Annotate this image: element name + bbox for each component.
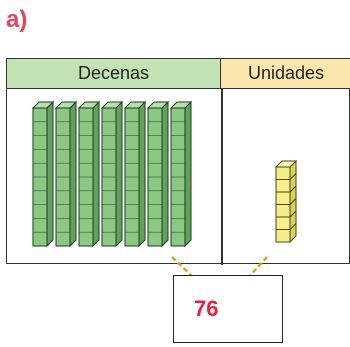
answer-value: 76	[194, 296, 219, 321]
units-header: Unidades	[221, 59, 350, 89]
unit-cube	[274, 159, 298, 181]
column-divider	[221, 89, 223, 265]
ten-rod	[77, 100, 101, 248]
exercise-label: a)	[6, 6, 28, 33]
ten-rod	[123, 100, 147, 248]
unit-cube	[275, 209, 297, 231]
unit-cube	[275, 172, 297, 194]
tens-rods	[31, 100, 193, 248]
ten-rod	[100, 100, 124, 248]
answer-box: 76	[173, 275, 283, 343]
ten-rod	[169, 100, 193, 248]
ten-rod	[146, 100, 170, 248]
ten-rod	[31, 100, 55, 248]
tens-header: Decenas	[7, 59, 221, 89]
place-value-table: Decenas Unidades	[6, 58, 350, 265]
unit-cubes	[274, 159, 298, 244]
ten-rod	[54, 100, 78, 248]
